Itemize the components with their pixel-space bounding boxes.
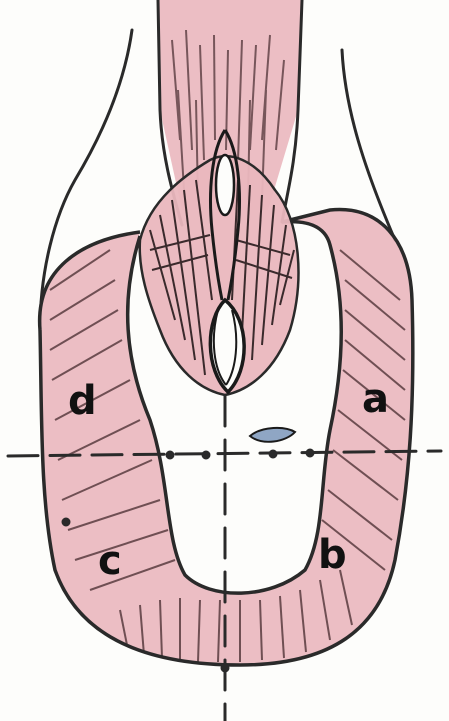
label-c: c [98, 538, 122, 584]
label-a: a [362, 376, 389, 422]
blue-marker [250, 428, 295, 442]
label-b: b [318, 532, 347, 578]
label-d: d [68, 378, 97, 424]
